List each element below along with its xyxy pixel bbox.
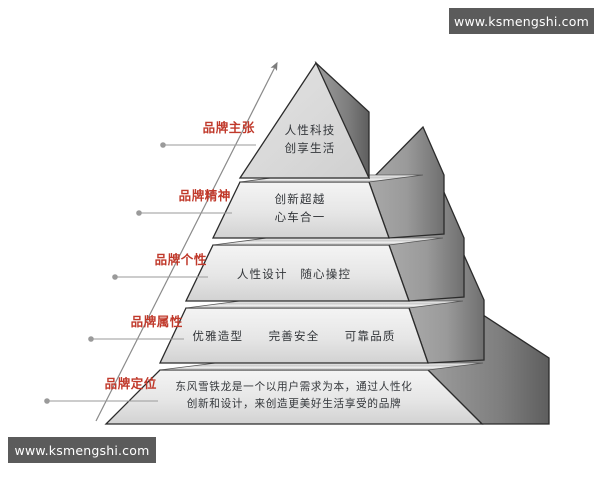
tier-4-line-1: 优雅造型 完善安全 可靠品质 [192, 329, 395, 343]
watermark-bottom-left: www.ksmengshi.com [8, 437, 156, 463]
callout-label-3: 品牌个性 [155, 252, 207, 267]
growth-arrow [95, 61, 278, 422]
watermark-top-right: www.ksmengshi.com [449, 8, 594, 34]
callout-label-2: 品牌精神 [179, 188, 231, 203]
pyramid-tier-3[interactable]: 人性设计 随心操控 [184, 188, 465, 302]
tier-5-cap [159, 362, 484, 371]
callout-dot-4 [88, 336, 94, 342]
callout-tier-2[interactable]: 品牌精神 [136, 188, 232, 216]
callout-dot-1 [160, 142, 166, 148]
callout-label-4: 品牌属性 [131, 314, 183, 329]
pyramid-tier-1[interactable]: 人性科技 创享生活 [238, 60, 423, 179]
callout-tier-4[interactable]: 品牌属性 [88, 314, 184, 342]
tier-2-line-2: 心车合一 [275, 210, 326, 224]
tier-1-front-face [238, 61, 371, 179]
pyramid-tier-2[interactable]: 创新超越 心车合一 [211, 125, 445, 239]
tier-5-front-face [104, 369, 484, 425]
tier-5-line-1: 东风雪铁龙是一个以用户需求为本，通过人性化 [175, 380, 412, 393]
tier-3-line-1: 人性设计 随心操控 [237, 267, 351, 281]
tier-5-line-2: 创新和设计，来创造更美好生活享受的品牌 [187, 397, 402, 410]
tier-2-line-1: 创新超越 [275, 192, 326, 206]
callout-tier-3[interactable]: 品牌个性 [112, 252, 208, 280]
callout-dot-5 [44, 398, 50, 404]
callout-dot-2 [136, 210, 142, 216]
tier-3-cap [212, 237, 444, 246]
callout-tier-5[interactable]: 品牌定位 [44, 376, 158, 404]
callout-label-1: 品牌主张 [203, 120, 255, 135]
callout-label-5: 品牌定位 [105, 376, 157, 391]
tier-1-line-1: 人性科技 [285, 123, 336, 137]
tier-1-line-2: 创享生活 [285, 141, 336, 155]
pyramid-tier-5[interactable]: 东风雪铁龙是一个以用户需求为本，通过人性化 创新和设计，来创造更美好生活享受的品… [104, 314, 550, 425]
callout-tier-1[interactable]: 品牌主张 [160, 120, 256, 148]
tier-4-cap [185, 300, 464, 309]
callout-dot-3 [112, 274, 118, 280]
